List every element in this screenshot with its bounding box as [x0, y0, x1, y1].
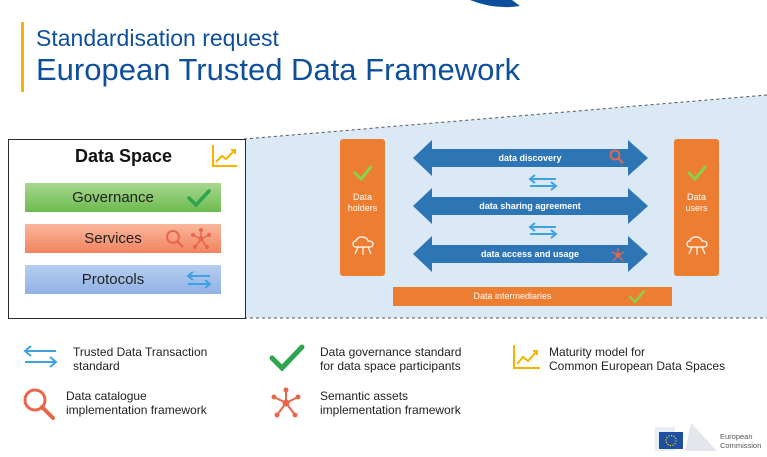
checkmark-icon: [687, 165, 707, 182]
logo-text-line: Commission: [720, 441, 762, 450]
data-access-arrow: [413, 236, 648, 272]
data-space-title: Data Space: [75, 146, 173, 166]
data-holders-column: Data holders: [340, 139, 385, 276]
checkmark-icon: [187, 189, 211, 208]
legend-text-line: Semantic assets: [320, 389, 409, 403]
legend-text-line: Maturity model for: [549, 345, 646, 359]
legend-item-maturity: Maturity model for Common European Data …: [549, 345, 725, 373]
governance-label: Governance: [72, 189, 154, 206]
data-intermediaries-bar: Data intermediaries: [393, 287, 672, 306]
legend-text-line: Data catalogue: [66, 389, 147, 403]
page-subtitle: Standardisation request: [36, 25, 279, 51]
european-commission-logo: [655, 423, 717, 451]
maturity-chart-icon: [212, 145, 237, 167]
european-commission-text: European Commission: [720, 432, 761, 450]
data-sharing-arrow: [413, 188, 648, 224]
bidirectional-arrows-icon: [528, 174, 558, 191]
legend-text-line: standard: [73, 359, 120, 373]
data-users-label: Data users: [685, 192, 708, 213]
protocols-bar: Protocols: [25, 265, 221, 294]
protocols-label: Protocols: [81, 271, 145, 288]
magnifier-icon: [609, 149, 624, 164]
checkmark-icon: [628, 289, 646, 304]
magnifier-icon: [23, 388, 55, 420]
checkmark-icon: [269, 344, 305, 372]
bidirectional-arrows-icon: [528, 222, 558, 239]
legend-text-line: Data governance standard: [320, 345, 462, 359]
data-discovery-arrow: [413, 140, 648, 176]
data-holders-label: Data holders: [347, 192, 378, 213]
logo-text-line: European: [720, 432, 753, 441]
services-bar: Services: [25, 224, 221, 253]
page-title: European Trusted Data Framework: [36, 52, 521, 87]
data-sharing-label: data sharing agreement: [479, 201, 581, 211]
legend-text-line: Trusted Data Transaction: [73, 345, 208, 359]
legend-text-line: Common European Data Spaces: [549, 359, 726, 373]
maturity-chart-icon: [513, 345, 540, 369]
cloud-network-icon: [686, 236, 708, 255]
data-discovery-label: data discovery: [498, 153, 562, 163]
bidirectional-arrows-icon: [186, 271, 212, 289]
services-label: Services: [84, 230, 142, 247]
data-access-label: data access and usage: [480, 249, 580, 259]
legend-text-line: for data space participants: [320, 359, 461, 373]
bidirectional-arrows-icon: [23, 345, 58, 368]
legend-item-semantic: Semantic assets implementation framework: [320, 389, 461, 417]
legend-text-line: implementation framework: [66, 403, 207, 417]
legend-text-line: implementation framework: [320, 403, 461, 417]
checkmark-icon: [353, 165, 373, 182]
legend-item-governance: Data governance standard for data space …: [320, 345, 461, 373]
legend-item-catalogue: Data catalogue implementation framework: [66, 389, 207, 417]
magnifier-icon: [166, 230, 184, 248]
title-accent-bar: [21, 22, 24, 92]
semantic-network-icon: [191, 228, 211, 249]
data-users-column: Data users: [674, 139, 719, 276]
semantic-network-icon: [271, 387, 301, 418]
legend-item-transaction: Trusted Data Transaction standard: [73, 345, 207, 373]
cloud-network-icon: [352, 236, 374, 255]
data-intermediaries-label: Data intermediaries: [473, 291, 552, 301]
semantic-network-icon: [611, 248, 625, 262]
